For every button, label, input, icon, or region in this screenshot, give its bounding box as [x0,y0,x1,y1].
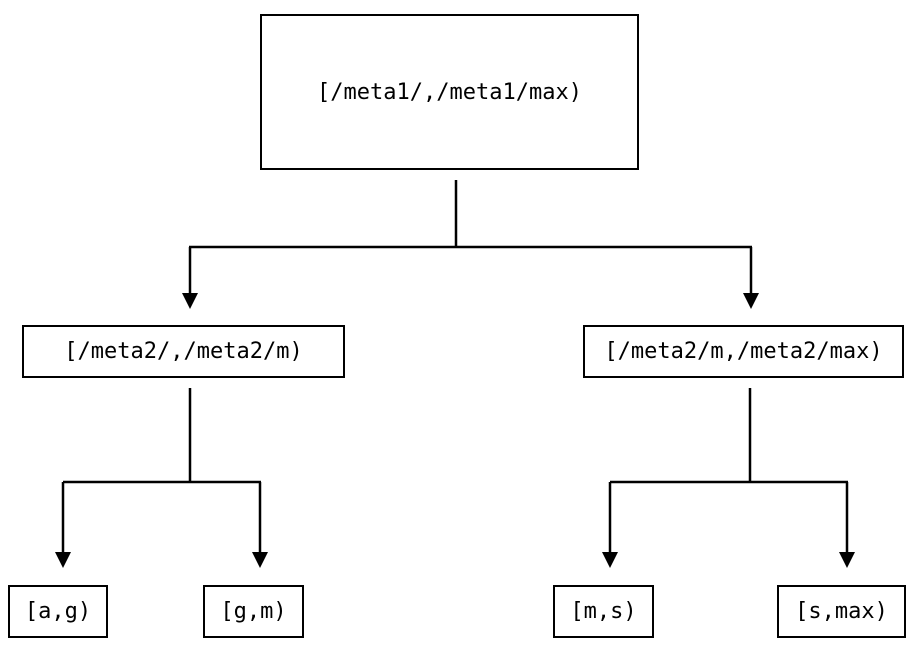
arrowhead-to-right-node [743,293,759,309]
arrowhead-to-left-node [182,293,198,309]
edge-right-to-leaves [602,388,855,568]
node-leaf-gm-label: [g,m) [220,599,287,624]
node-leaf-ms: [m,s) [553,585,654,638]
node-leaf-ag: [a,g) [8,585,108,638]
node-right-label: [/meta2/m,/meta2/max) [604,339,883,364]
node-root-label: [/meta1/,/meta1/max) [317,79,582,105]
node-left-label: [/meta2/,/meta2/m) [64,339,303,364]
arrowhead-to-leaf-gm [252,552,268,568]
node-left: [/meta2/,/meta2/m) [22,325,345,378]
arrowhead-to-leaf-smax [839,552,855,568]
edge-left-to-leaves [55,388,268,568]
node-leaf-smax-label: [s,max) [795,599,888,624]
node-leaf-smax: [s,max) [777,585,906,638]
node-leaf-gm: [g,m) [203,585,304,638]
arrowhead-to-leaf-ms [602,552,618,568]
node-root: [/meta1/,/meta1/max) [260,14,639,170]
arrowhead-to-leaf-ag [55,552,71,568]
node-leaf-ag-label: [a,g) [24,599,92,624]
edge-root-to-children [182,180,759,309]
node-leaf-ms-label: [m,s) [570,599,637,624]
node-right: [/meta2/m,/meta2/max) [583,325,904,378]
